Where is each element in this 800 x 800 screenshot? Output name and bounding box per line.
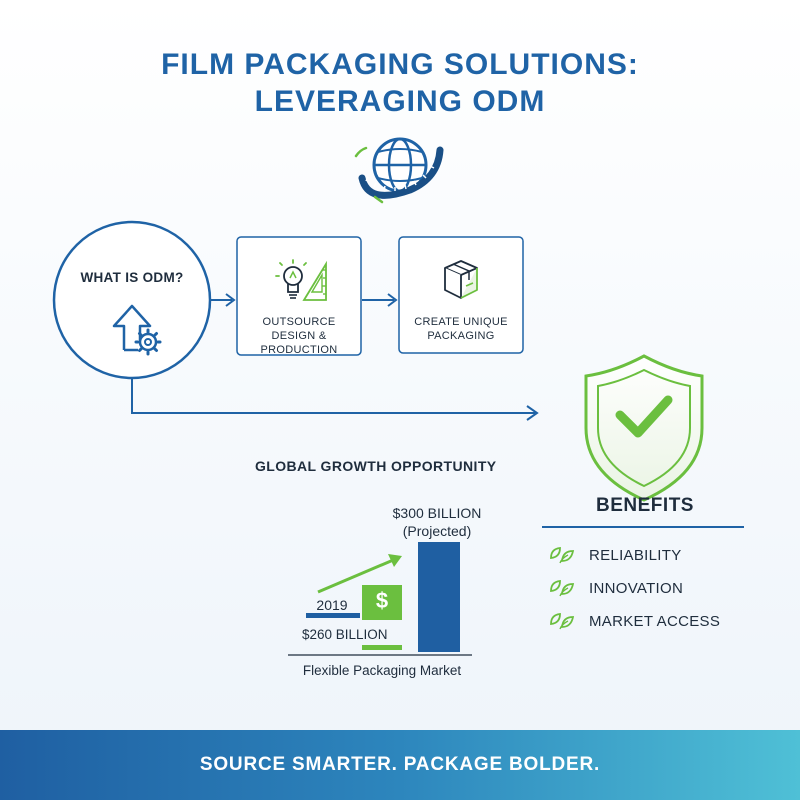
benefit-label: INNOVATION (589, 579, 684, 597)
footer-banner: SOURCE SMARTER. PACKAGE BOLDER. (0, 730, 800, 800)
title-line-1: FILM PACKAGING SOLUTIONS: (161, 48, 639, 81)
dollar-icon: $ (375, 588, 389, 613)
benefit-item-market-access: MARKET ACCESS (549, 612, 720, 630)
benefit-label: RELIABILITY (589, 546, 682, 564)
globe-film-orbit-icon (354, 137, 444, 204)
green-base-bar (362, 645, 402, 650)
projected-note: (Projected) (402, 523, 472, 539)
dollar-box (362, 585, 402, 620)
what-is-odm-label: WHAT IS ODM? (80, 270, 184, 285)
growth-trend-arrow (317, 556, 399, 594)
projected-value-label: $300 BILLION (Projected) (366, 504, 508, 540)
create-packaging-label: CREATE UNIQUE PACKAGING (414, 316, 508, 342)
chart-caption: Flexible Packaging Market (302, 663, 462, 678)
page-title: FILM PACKAGING SOLUTIONS: LEVERAGING ODM (0, 46, 800, 120)
lightbulb-ruler-icon (275, 259, 327, 301)
arrow-up-gear-icon (112, 304, 162, 356)
value-2019-label: $260 BILLION (302, 627, 388, 642)
flow-arrow-2 (362, 293, 398, 307)
growth-trend-arrowhead (388, 554, 402, 567)
bar-2019 (306, 613, 360, 618)
shield-checkmark-icon (584, 354, 704, 502)
leaf-icon (550, 579, 575, 597)
leaf-icon (550, 546, 575, 564)
package-box-icon (444, 260, 478, 299)
year-2019-label: 2019 (316, 597, 348, 613)
benefits-title: BENEFITS (596, 495, 694, 516)
odm-circle (52, 220, 212, 380)
title-line-2: LEVERAGING ODM (254, 85, 546, 118)
benefit-label: MARKET ACCESS (589, 612, 721, 630)
bar-projected (418, 542, 460, 652)
outsource-box (236, 236, 362, 356)
benefit-item-reliability: RELIABILITY (549, 546, 682, 564)
outsource-label: OUTSOURCE DESIGN & PRODUCTION (260, 316, 338, 356)
leaf-icon (550, 612, 575, 630)
footer-tagline: SOURCE SMARTER. PACKAGE BOLDER. (199, 754, 601, 775)
benefit-item-innovation: INNOVATION (549, 579, 683, 597)
growth-title: GLOBAL GROWTH OPPORTUNITY (255, 458, 497, 474)
connector-to-benefits (131, 378, 539, 421)
projected-value: $300 BILLION (392, 505, 482, 521)
flow-arrow-1 (210, 293, 236, 307)
growth-chart (288, 542, 472, 656)
